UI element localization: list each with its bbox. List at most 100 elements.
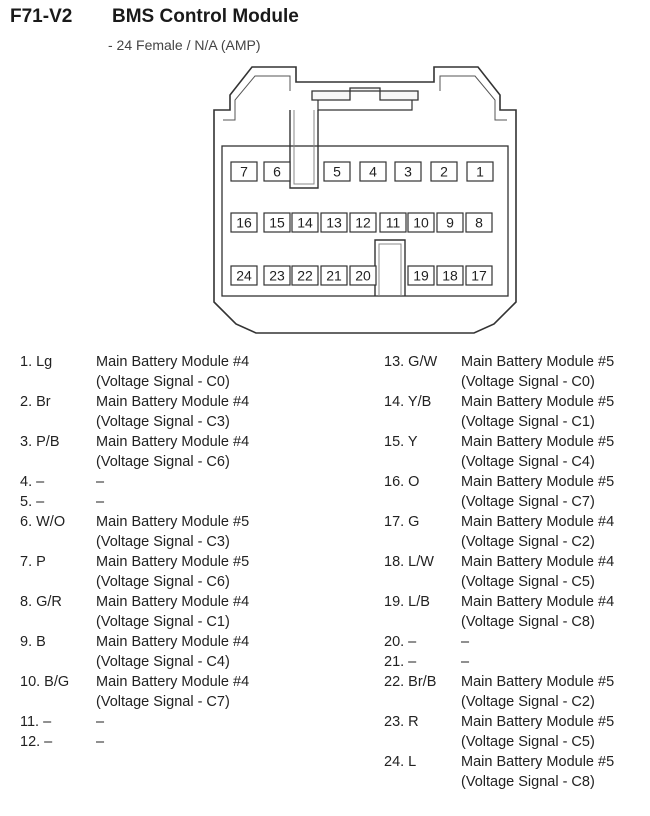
pin-cell-1: 1: [466, 161, 494, 182]
pin-cell-number: 17: [471, 268, 487, 284]
pin-signal: (Voltage Signal - C8): [461, 614, 595, 630]
pin-signal: (Voltage Signal - C2): [461, 694, 595, 710]
pin-label: 11. –: [20, 714, 52, 730]
pin-cell-21: 21: [320, 265, 348, 286]
pin-signal: (Voltage Signal - C7): [96, 694, 230, 710]
pin-cell-6: 6: [263, 161, 291, 182]
pin-signal: (Voltage Signal - C4): [96, 654, 230, 670]
pin-label: 6. W/O: [20, 514, 66, 530]
connector-subtitle: - 24 Female / N/A (AMP): [108, 37, 261, 53]
pin-cell-9: 9: [436, 212, 464, 233]
pin-label: 15. Y: [384, 434, 418, 450]
pin-label: 9. B: [20, 634, 46, 650]
pin-list-left: 1. Lg Main Battery Module #4 (Voltage Sign…: [20, 352, 350, 752]
pin-label: 3. P/B: [20, 434, 60, 450]
pin-label: 12. –: [20, 734, 53, 750]
pin-cell-number: 22: [297, 268, 313, 284]
pin-cell-12: 12: [349, 212, 377, 233]
pin-cell-4: 4: [359, 161, 387, 182]
pin-cell-19: 19: [407, 265, 435, 286]
pin-label: 18. L/W: [384, 554, 434, 570]
pin-cell-number: 10: [413, 215, 429, 231]
pin-signal: (Voltage Signal - C0): [96, 374, 230, 390]
pin-description: –: [96, 474, 105, 490]
pin-label: 20. –: [384, 634, 417, 650]
pin-description: –: [96, 734, 105, 750]
pin-cell-number: 18: [442, 268, 458, 284]
pin-description: Main Battery Module #4: [461, 594, 615, 610]
pin-signal: (Voltage Signal - C3): [96, 414, 230, 430]
pin-label: 2. Br: [20, 394, 51, 410]
connector-latch: [311, 87, 419, 101]
pin-cell-number: 3: [404, 164, 412, 180]
pin-label: 17. G: [384, 514, 420, 530]
pin-signal: (Voltage Signal - C8): [461, 774, 595, 790]
pin-cell-number: 20: [355, 268, 371, 284]
pin-label: 19. L/B: [384, 594, 430, 610]
pin-description: Main Battery Module #5: [461, 354, 615, 370]
pin-signal: (Voltage Signal - C1): [96, 614, 230, 630]
key-slot: [289, 110, 319, 189]
connector-face: [221, 145, 509, 297]
pin-label: 1. Lg: [20, 354, 53, 370]
pin-signal: (Voltage Signal - C0): [461, 374, 595, 390]
pin-description: Main Battery Module #5: [461, 474, 615, 490]
pin-description: –: [96, 714, 105, 730]
pin-cell-16: 16: [230, 212, 258, 233]
pin-cell-number: 1: [476, 164, 484, 180]
pin-label: 10. B/G: [20, 674, 70, 690]
pin-entry: 20. – –: [384, 632, 646, 652]
pin-label: 23. R: [384, 714, 419, 730]
pin-cell-number: 4: [369, 164, 377, 180]
pin-description: Main Battery Module #5: [461, 394, 615, 410]
pin-description: Main Battery Module #4: [461, 554, 615, 570]
pin-cell-number: 7: [240, 164, 248, 180]
pin-label: 16. O: [384, 474, 420, 490]
pin-cell-23: 23: [263, 265, 291, 286]
pin-signal: (Voltage Signal - C3): [96, 534, 230, 550]
pin-cell-14: 14: [291, 212, 319, 233]
pin-entry: 5. ––: [20, 492, 350, 512]
pin-description: Main Battery Module #5: [461, 754, 615, 770]
pin-description: Main Battery Module #5: [461, 714, 615, 730]
pin-description: Main Battery Module #5: [461, 434, 615, 450]
pin-label: 21. –: [384, 654, 417, 670]
pin-cell-number: 8: [475, 215, 483, 231]
pin-cell-10: 10: [407, 212, 435, 233]
pin-description: –: [461, 634, 470, 650]
pin-cell-number: 14: [297, 215, 313, 231]
pin-label: 22. Br/B: [384, 674, 437, 690]
pin-signal: (Voltage Signal - C7): [461, 494, 595, 510]
pin-signal: (Voltage Signal - C1): [461, 414, 595, 430]
pin-cell-13: 13: [320, 212, 348, 233]
pin-signal: (Voltage Signal - C5): [461, 574, 595, 590]
pin-entry: 18. L/W Main Battery Module #4 (Voltage Si…: [384, 552, 646, 592]
pin-label: 5. –: [20, 494, 45, 510]
pin-description: –: [461, 654, 470, 670]
pin-cell-number: 13: [326, 215, 342, 231]
pin-label: 4. –: [20, 474, 45, 490]
pin-label: 14. Y/B: [384, 394, 432, 410]
pin-cell-17: 17: [465, 265, 493, 286]
pin-cell-2: 2: [430, 161, 458, 182]
pin-cell-7: 7: [230, 161, 258, 182]
pin-description: Main Battery Module #4: [96, 634, 250, 650]
pin-description: Main Battery Module #4: [96, 674, 250, 690]
pin-cell-22: 22: [291, 265, 319, 286]
pin-cell-number: 24: [236, 268, 252, 284]
pin-cell-number: 6: [273, 164, 281, 180]
pin-entry: 11. – –: [20, 712, 350, 732]
pin-signal: (Voltage Signal - C2): [461, 534, 595, 550]
